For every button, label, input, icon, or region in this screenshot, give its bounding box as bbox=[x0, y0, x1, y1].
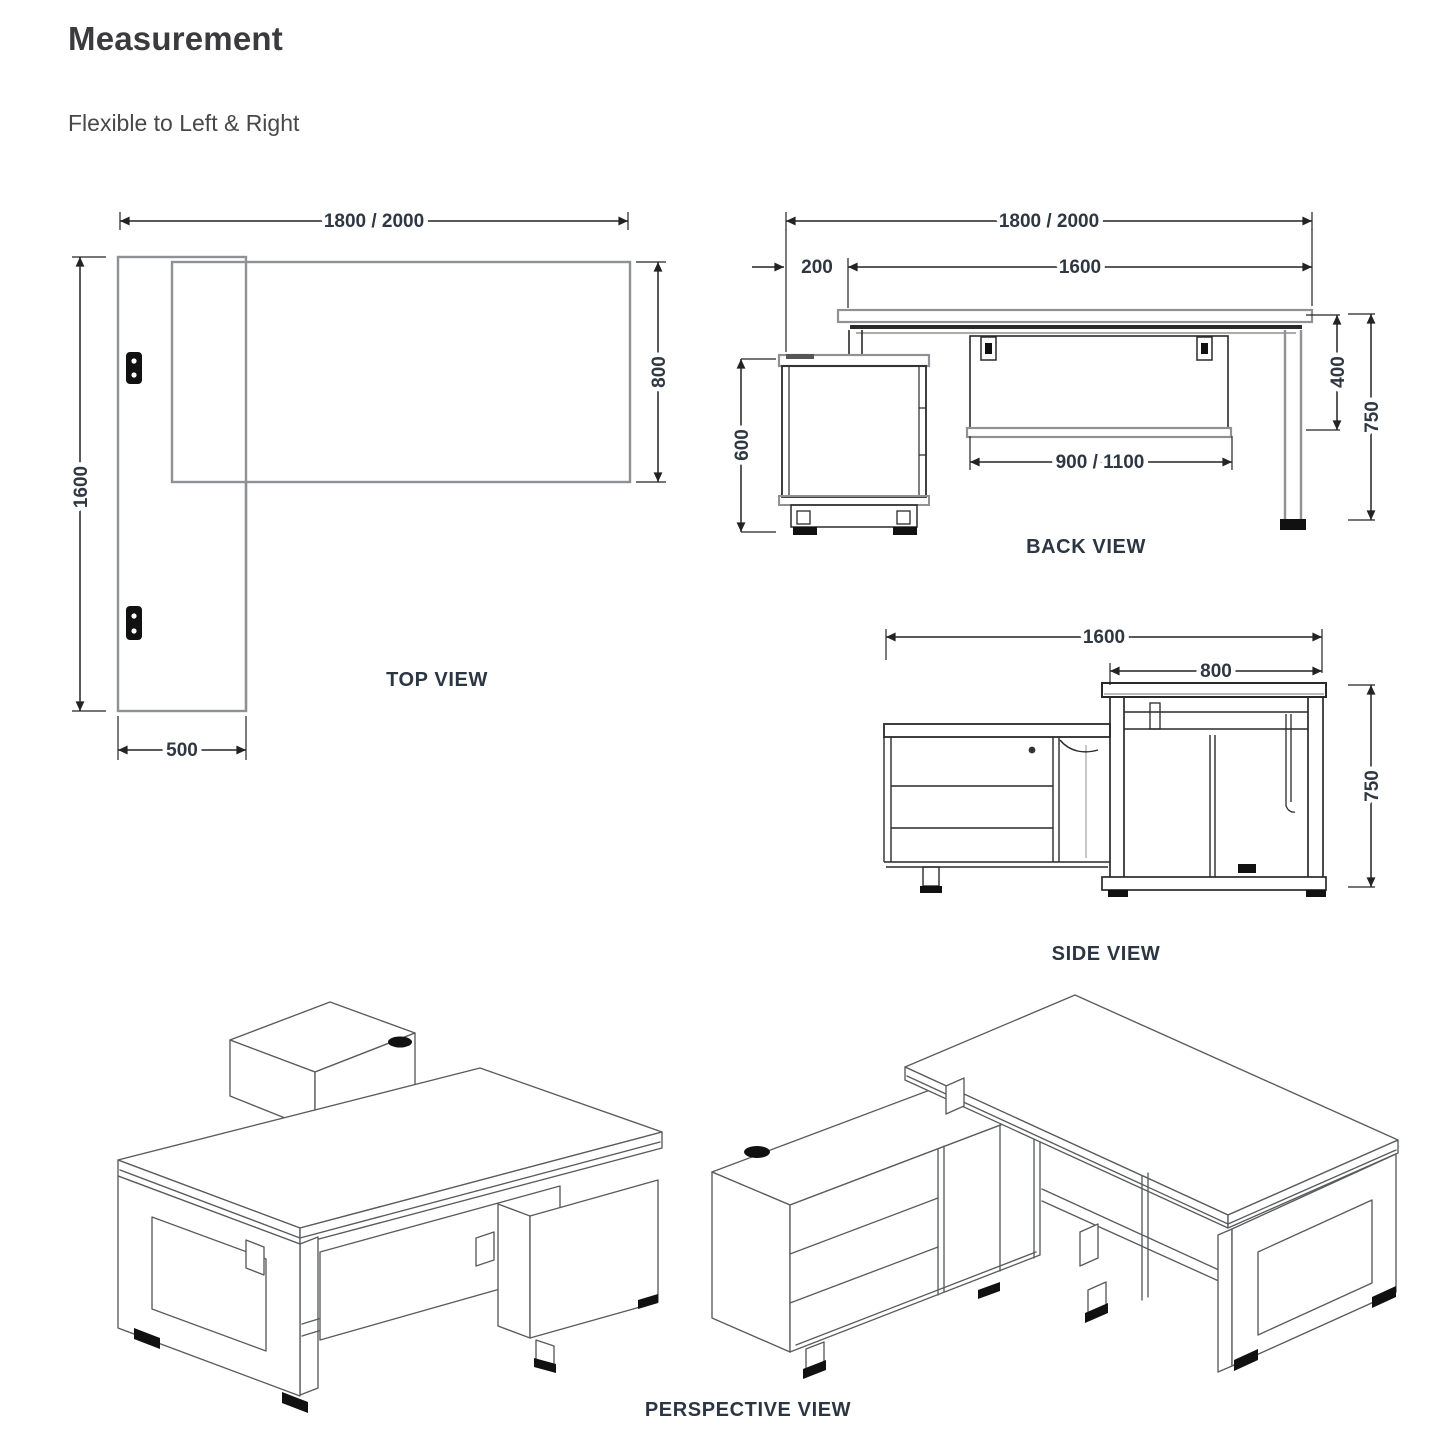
dim-overhang-label: 200 bbox=[801, 257, 833, 278]
side-view-credenza bbox=[883, 723, 1111, 893]
side-view-label: SIDE VIEW bbox=[1052, 943, 1161, 965]
top-view-dimensions: 1800 / 2000 1600 800 500 bbox=[67, 207, 675, 766]
panel-hanger-bracket bbox=[1196, 336, 1213, 361]
back-view-furniture bbox=[777, 308, 1314, 535]
dim-side-length-label: 1600 bbox=[1083, 627, 1125, 648]
dim-overall-depth: 1600 bbox=[67, 256, 106, 712]
extension-lines bbox=[785, 229, 1313, 352]
dim-modesty-width-label: 900 / 1100 bbox=[1056, 452, 1145, 473]
dim-side-depth-label: 800 bbox=[1200, 661, 1232, 682]
side-view-dimensions: 1600 800 750 bbox=[885, 623, 1388, 888]
dim-desk-depth: 800 bbox=[636, 261, 675, 483]
cable-riser bbox=[1285, 714, 1296, 813]
page-subtitle: Flexible to Left & Right bbox=[68, 110, 300, 136]
perspective-left-desk bbox=[117, 1001, 663, 1413]
dim-frame-width: 1600 bbox=[848, 253, 1312, 283]
hanger-bracket bbox=[945, 1077, 965, 1115]
top-view-furniture bbox=[116, 255, 632, 713]
dim-panel-clearance: 400 bbox=[1306, 314, 1354, 431]
perspective-right-desk bbox=[711, 994, 1399, 1379]
dim-back-overall-width-label: 1800 / 2000 bbox=[999, 211, 1099, 232]
panel-hanger-bracket bbox=[980, 336, 997, 361]
dim-cabinet-height-label: 600 bbox=[732, 429, 753, 461]
perspective-view-label: PERSPECTIVE VIEW bbox=[645, 1399, 851, 1421]
dim-frame-width-label: 1600 bbox=[1059, 257, 1101, 278]
back-view: 1800 / 2000 200 1600 600 bbox=[728, 207, 1388, 559]
lock-icon bbox=[1028, 746, 1036, 754]
hanger-bracket bbox=[475, 1231, 495, 1267]
dim-side-height: 750 bbox=[1348, 684, 1388, 888]
back-view-desktop bbox=[836, 308, 1314, 324]
top-view-label: TOP VIEW bbox=[386, 669, 488, 691]
dim-return-width: 500 bbox=[117, 716, 247, 766]
cable-grommet-icon bbox=[126, 352, 142, 384]
top-view-return-outline bbox=[116, 255, 248, 713]
dim-desk-height-label: 750 bbox=[1362, 401, 1383, 433]
dim-panel-clearance-label: 400 bbox=[1328, 356, 1349, 388]
back-view-leg bbox=[1280, 330, 1306, 530]
dim-desk-height: 750 bbox=[1348, 313, 1388, 521]
dim-back-overall-width: 1800 / 2000 bbox=[785, 207, 1313, 237]
cable-grommet-icon bbox=[388, 1036, 412, 1048]
dim-desk-depth-label: 800 bbox=[649, 356, 670, 388]
handle-notch bbox=[1059, 739, 1099, 753]
dim-return-width-label: 500 bbox=[166, 740, 198, 761]
o-frame-leg bbox=[117, 1175, 301, 1397]
side-view-furniture bbox=[883, 682, 1327, 897]
hanger-bracket bbox=[245, 1239, 265, 1276]
back-view-support-posts bbox=[848, 330, 863, 355]
perspective-view: PERSPECTIVE VIEW bbox=[117, 994, 1399, 1421]
dim-overall-width-label: 1800 / 2000 bbox=[324, 211, 424, 232]
dim-overhang: 200 bbox=[752, 253, 837, 283]
back-view-modesty-panel bbox=[965, 335, 1233, 439]
cable-grommet-icon bbox=[126, 606, 142, 640]
top-view: 1800 / 2000 1600 800 500 TOP bbox=[67, 207, 675, 766]
dim-side-height-label: 750 bbox=[1362, 770, 1383, 802]
page-title: Measurement bbox=[68, 20, 283, 57]
back-view-dimensions: 1800 / 2000 200 1600 600 bbox=[728, 207, 1388, 533]
dim-overall-depth-label: 1600 bbox=[71, 466, 92, 508]
dim-modesty-width: 900 / 1100 bbox=[969, 436, 1233, 478]
back-view-cabinet bbox=[777, 353, 931, 535]
dim-overall-width: 1800 / 2000 bbox=[119, 207, 629, 237]
side-view: 1600 800 750 SIDE VIEW bbox=[883, 623, 1388, 965]
cable-grommet-icon bbox=[744, 1146, 770, 1158]
dim-side-length: 1600 bbox=[885, 623, 1323, 673]
dim-side-depth: 800 bbox=[1109, 657, 1322, 687]
back-view-label: BACK VIEW bbox=[1026, 536, 1146, 558]
hanger-bracket bbox=[1079, 1223, 1099, 1267]
dim-cabinet-height: 600 bbox=[728, 358, 776, 533]
top-view-desktop-outline bbox=[170, 260, 632, 484]
side-view-desk-frame bbox=[1101, 682, 1327, 897]
